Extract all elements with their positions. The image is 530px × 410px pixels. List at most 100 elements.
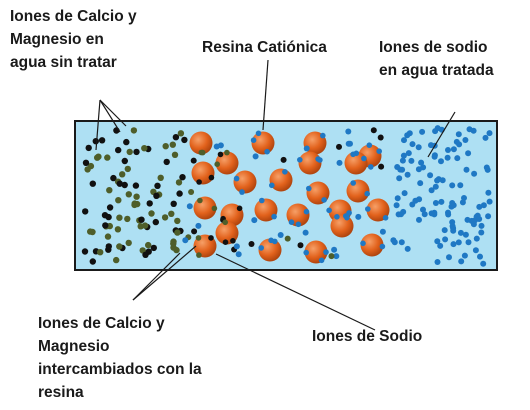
calcium-ion	[176, 190, 183, 197]
magnesium-ion	[145, 241, 152, 249]
sodium-ion	[455, 131, 462, 138]
sodium-ion	[450, 241, 457, 248]
sodium-ion	[288, 219, 295, 225]
exchanged-ion	[217, 151, 224, 158]
sodium-ion	[400, 208, 407, 215]
sodium-ion	[379, 228, 386, 235]
sodium-ion	[421, 211, 428, 218]
sodium-ion	[431, 153, 438, 160]
sodium-ion	[235, 251, 242, 258]
magnesium-ion	[175, 179, 183, 186]
calcium-ion	[132, 182, 140, 189]
sodium-ion	[450, 146, 457, 153]
sodium-ion	[476, 216, 483, 222]
calcium-ion	[173, 246, 180, 254]
sodium-ion	[268, 237, 274, 244]
calcium-ion	[94, 154, 101, 161]
magnesium-ion	[106, 187, 113, 194]
magnesium-ion	[85, 144, 92, 152]
sodium-ion	[458, 258, 465, 265]
sodium-ion	[438, 158, 444, 165]
sodium-ion	[404, 171, 411, 178]
sodium-ion	[394, 195, 401, 202]
bead-ions-layer	[195, 130, 389, 264]
calcium-ion	[115, 146, 122, 154]
sodium-ion	[360, 240, 366, 247]
sodium-ion	[406, 130, 413, 137]
sodium-ion	[434, 259, 441, 265]
sodium-ion	[486, 130, 493, 137]
sodium-ion	[462, 231, 469, 238]
sodium-ion	[320, 132, 326, 139]
calcium-ion	[152, 218, 159, 226]
sodium-ion	[394, 164, 401, 170]
sodium-ion	[450, 202, 457, 209]
sodium-ion	[405, 150, 412, 157]
exchanged-ion	[196, 179, 202, 185]
calcium-ion	[248, 241, 255, 247]
pointer-exchanged-1	[132, 245, 197, 301]
magnesium-ion	[148, 210, 155, 217]
sodium-ion	[295, 221, 302, 228]
calcium-ion	[280, 156, 287, 163]
magnesium-ion	[177, 130, 185, 137]
calcium-ion	[113, 256, 120, 264]
sodium-ion	[350, 151, 356, 158]
magnesium-ion	[181, 136, 188, 144]
sodium-ion	[427, 172, 434, 179]
label-untreated-ions: Iones de Calcio y Magnesio en agua sin t…	[10, 8, 137, 71]
exchanged-ion	[214, 161, 220, 167]
sodium-ion	[432, 183, 439, 190]
exchanged-ion	[222, 219, 228, 226]
magnesium-ion	[163, 158, 170, 166]
sodium-ion	[480, 260, 487, 267]
sodium-ion	[449, 182, 456, 189]
sodium-ion	[462, 137, 469, 143]
resin-bead	[189, 131, 213, 155]
sodium-ion	[484, 166, 491, 173]
exchanged-ion	[230, 238, 236, 244]
sodium-ion	[416, 196, 423, 203]
sodium-ion	[471, 170, 478, 177]
calcium-ion	[153, 192, 160, 199]
calcium-ion	[84, 166, 91, 173]
sodium-ion	[395, 211, 402, 218]
sodium-ion	[420, 206, 426, 213]
sodium-ion	[478, 222, 485, 229]
exchanged-ion	[208, 235, 214, 241]
sodium-ion	[465, 239, 472, 246]
sodium-ion	[213, 143, 220, 150]
sodium-ion	[457, 182, 464, 189]
magnesium-ion	[133, 148, 140, 156]
calcium-ion	[92, 138, 100, 145]
pointer-untreated-1	[99, 99, 121, 133]
sodium-ion	[450, 227, 457, 234]
calcium-ion	[104, 233, 112, 240]
magnesium-ion	[121, 181, 128, 189]
calcium-ion	[106, 204, 114, 211]
sodium-ion	[323, 249, 329, 255]
calcium-ion	[378, 163, 385, 170]
calcium-ion	[150, 244, 157, 252]
sodium-ion	[250, 137, 257, 143]
sodium-ion	[485, 189, 492, 196]
sodium-ion	[350, 180, 357, 186]
sodium-ion	[461, 195, 467, 201]
resin-bead	[251, 131, 275, 155]
resin-bead	[258, 238, 282, 262]
exchanged-ion	[198, 149, 205, 156]
sodium-ion	[419, 128, 426, 135]
pointer-untreated-2	[95, 99, 101, 151]
sodium-ion	[477, 253, 483, 260]
calcium-ion	[170, 238, 177, 245]
sodium-ion	[302, 229, 309, 236]
sodium-ion	[417, 180, 424, 187]
ions-layer	[81, 125, 493, 267]
magnesium-ion	[188, 189, 195, 195]
calcium-ion	[174, 229, 181, 236]
sodium-ion	[442, 236, 449, 243]
exchanged-ion	[222, 239, 229, 245]
sodium-ion	[434, 238, 441, 245]
magnesium-ion	[157, 174, 164, 181]
